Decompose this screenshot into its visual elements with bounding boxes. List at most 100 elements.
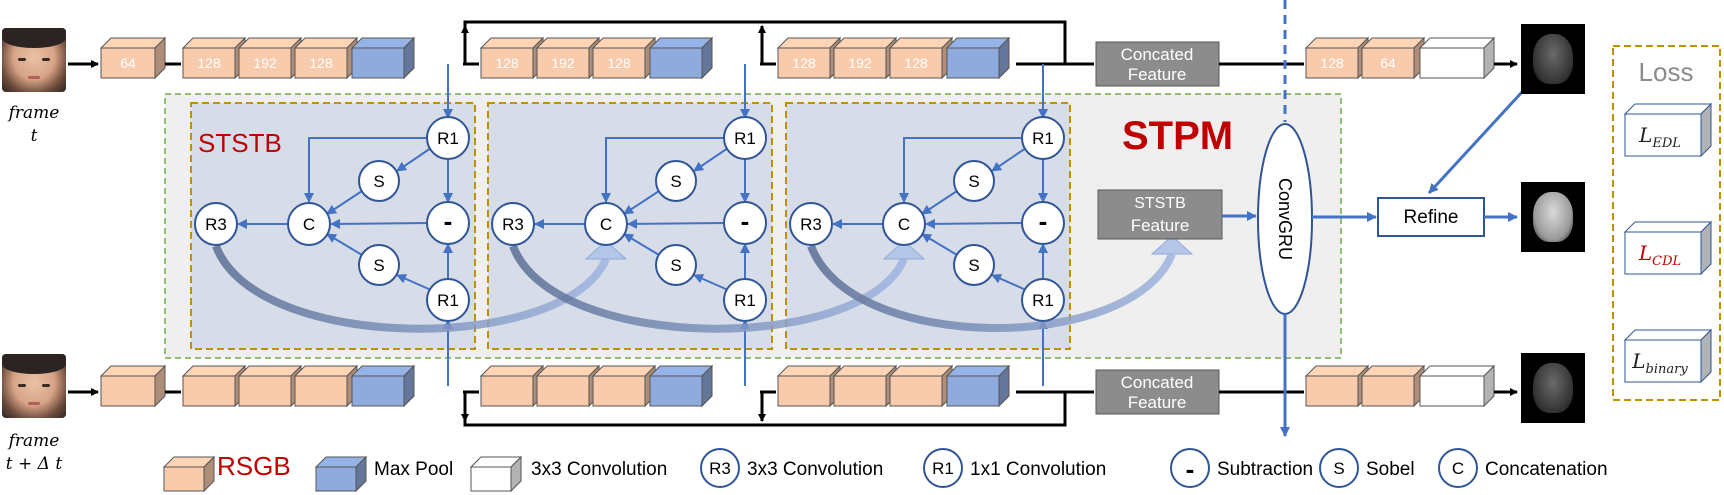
sobel-node	[953, 160, 995, 202]
edge-r1-sobel	[991, 147, 1027, 172]
cube-top	[888, 37, 954, 49]
edge-r1-sobel	[396, 274, 432, 291]
cube-front	[480, 47, 534, 79]
depth-to-refine	[1427, 90, 1524, 195]
rsgb-block: 128	[888, 36, 954, 80]
concat-label-line1: Concated	[1121, 373, 1194, 392]
legend-r1-symbol-text: R1	[932, 459, 954, 478]
concated-feature-top	[1095, 41, 1220, 87]
edge-sobel-concat	[623, 233, 660, 256]
cube-top	[293, 37, 359, 49]
edge-r1-concat	[899, 137, 1022, 203]
frame-t-label: frame	[7, 103, 60, 123]
rsgb-block: 128	[181, 36, 247, 80]
depth-output-t-dt	[1521, 353, 1585, 423]
concat-node	[287, 202, 331, 246]
concat-label-line2: Feature	[1128, 65, 1187, 84]
subtraction-node-label: -	[1039, 206, 1048, 236]
refine-box	[1377, 197, 1485, 237]
cube-top	[832, 365, 898, 377]
cube-top	[99, 365, 167, 377]
cube-top	[181, 37, 247, 49]
concat-node-label: C	[600, 215, 612, 234]
legend-sobel-symbol-text: S	[1333, 459, 1344, 478]
rsgb-block	[237, 364, 303, 408]
r3-node	[789, 202, 833, 246]
cube-top	[1304, 37, 1370, 49]
edge-sobel-concat	[921, 233, 958, 256]
cube-top	[1418, 365, 1496, 377]
legend-sub-label: Subtraction	[1217, 459, 1313, 480]
cube-front	[238, 47, 292, 79]
cube-top	[479, 37, 545, 49]
concat-label-line2: Feature	[1128, 393, 1187, 412]
edge-r1-concat	[601, 137, 724, 203]
cube-top	[535, 37, 601, 49]
cube-front	[889, 375, 943, 407]
cube-label: 128	[197, 55, 221, 71]
cube-top	[479, 365, 545, 377]
cube-label: 192	[253, 55, 277, 71]
rsgb-block	[293, 364, 359, 408]
cube-top	[1360, 365, 1426, 377]
subtraction-node	[723, 201, 767, 245]
cube-label: 192	[551, 55, 575, 71]
rsgb-block: 128	[293, 36, 359, 80]
cube-top	[776, 365, 842, 377]
cube-front	[480, 375, 534, 407]
cube-front	[1419, 47, 1485, 79]
legend-r1-symbol	[923, 448, 963, 488]
temporal-curve-head	[584, 240, 628, 260]
depth-output-t	[1521, 24, 1585, 94]
rsgb-block: 192	[832, 36, 898, 80]
r1-node	[1021, 278, 1065, 322]
cube-top	[591, 37, 657, 49]
legend-concat-label: Concatenation	[1485, 459, 1608, 480]
sobel-node	[655, 244, 697, 286]
cube-top	[237, 37, 303, 49]
block-64: 64	[99, 36, 167, 80]
decoder-rsgb-block: 64	[1360, 36, 1426, 80]
frame-t-label-2: t	[31, 126, 38, 146]
legend-sobel-label: Sobel	[1366, 459, 1415, 480]
subtraction-node-label: -	[741, 206, 750, 236]
cube-label: 128	[607, 55, 631, 71]
r1-node	[426, 278, 470, 322]
rsgb-block	[479, 364, 545, 408]
cube-front	[351, 375, 405, 407]
cube-front	[833, 375, 887, 407]
subtraction-node	[426, 201, 470, 245]
sobel-node-label: S	[373, 172, 384, 191]
cube-label: 128	[1320, 55, 1344, 71]
cube-label: 64	[1380, 55, 1396, 71]
cube-front	[182, 47, 236, 79]
conv3x3-block	[1418, 36, 1496, 80]
temporal-curve	[807, 244, 1176, 332]
cube-front	[351, 47, 405, 79]
legend-maxpool-swatch	[314, 455, 368, 493]
cube-front	[536, 47, 590, 79]
cube-front	[1419, 375, 1485, 407]
sobel-node	[358, 244, 400, 286]
cube-front	[1624, 339, 1702, 383]
rsgb-block	[535, 364, 601, 408]
sobel-node-label: S	[373, 256, 384, 275]
cube-front	[592, 375, 646, 407]
r1-node	[1021, 116, 1065, 160]
r1-node-label: R1	[437, 291, 459, 310]
cube-front	[1624, 113, 1702, 157]
r3-node	[491, 202, 535, 246]
legend-rsgb-label: RSGB	[217, 451, 291, 481]
cube-top	[1304, 365, 1370, 377]
cube-front	[777, 47, 831, 79]
cube-label: 128	[792, 55, 816, 71]
cube-front	[946, 375, 1000, 407]
cube-top	[1623, 103, 1713, 115]
edge-sub-concat	[330, 218, 428, 229]
input-frame-t-dt-image	[2, 354, 66, 418]
decoder-rsgb-block	[1360, 364, 1426, 408]
cube-front	[1361, 375, 1415, 407]
maxpool-block	[350, 364, 416, 408]
edge-sobel-concat	[921, 190, 958, 215]
